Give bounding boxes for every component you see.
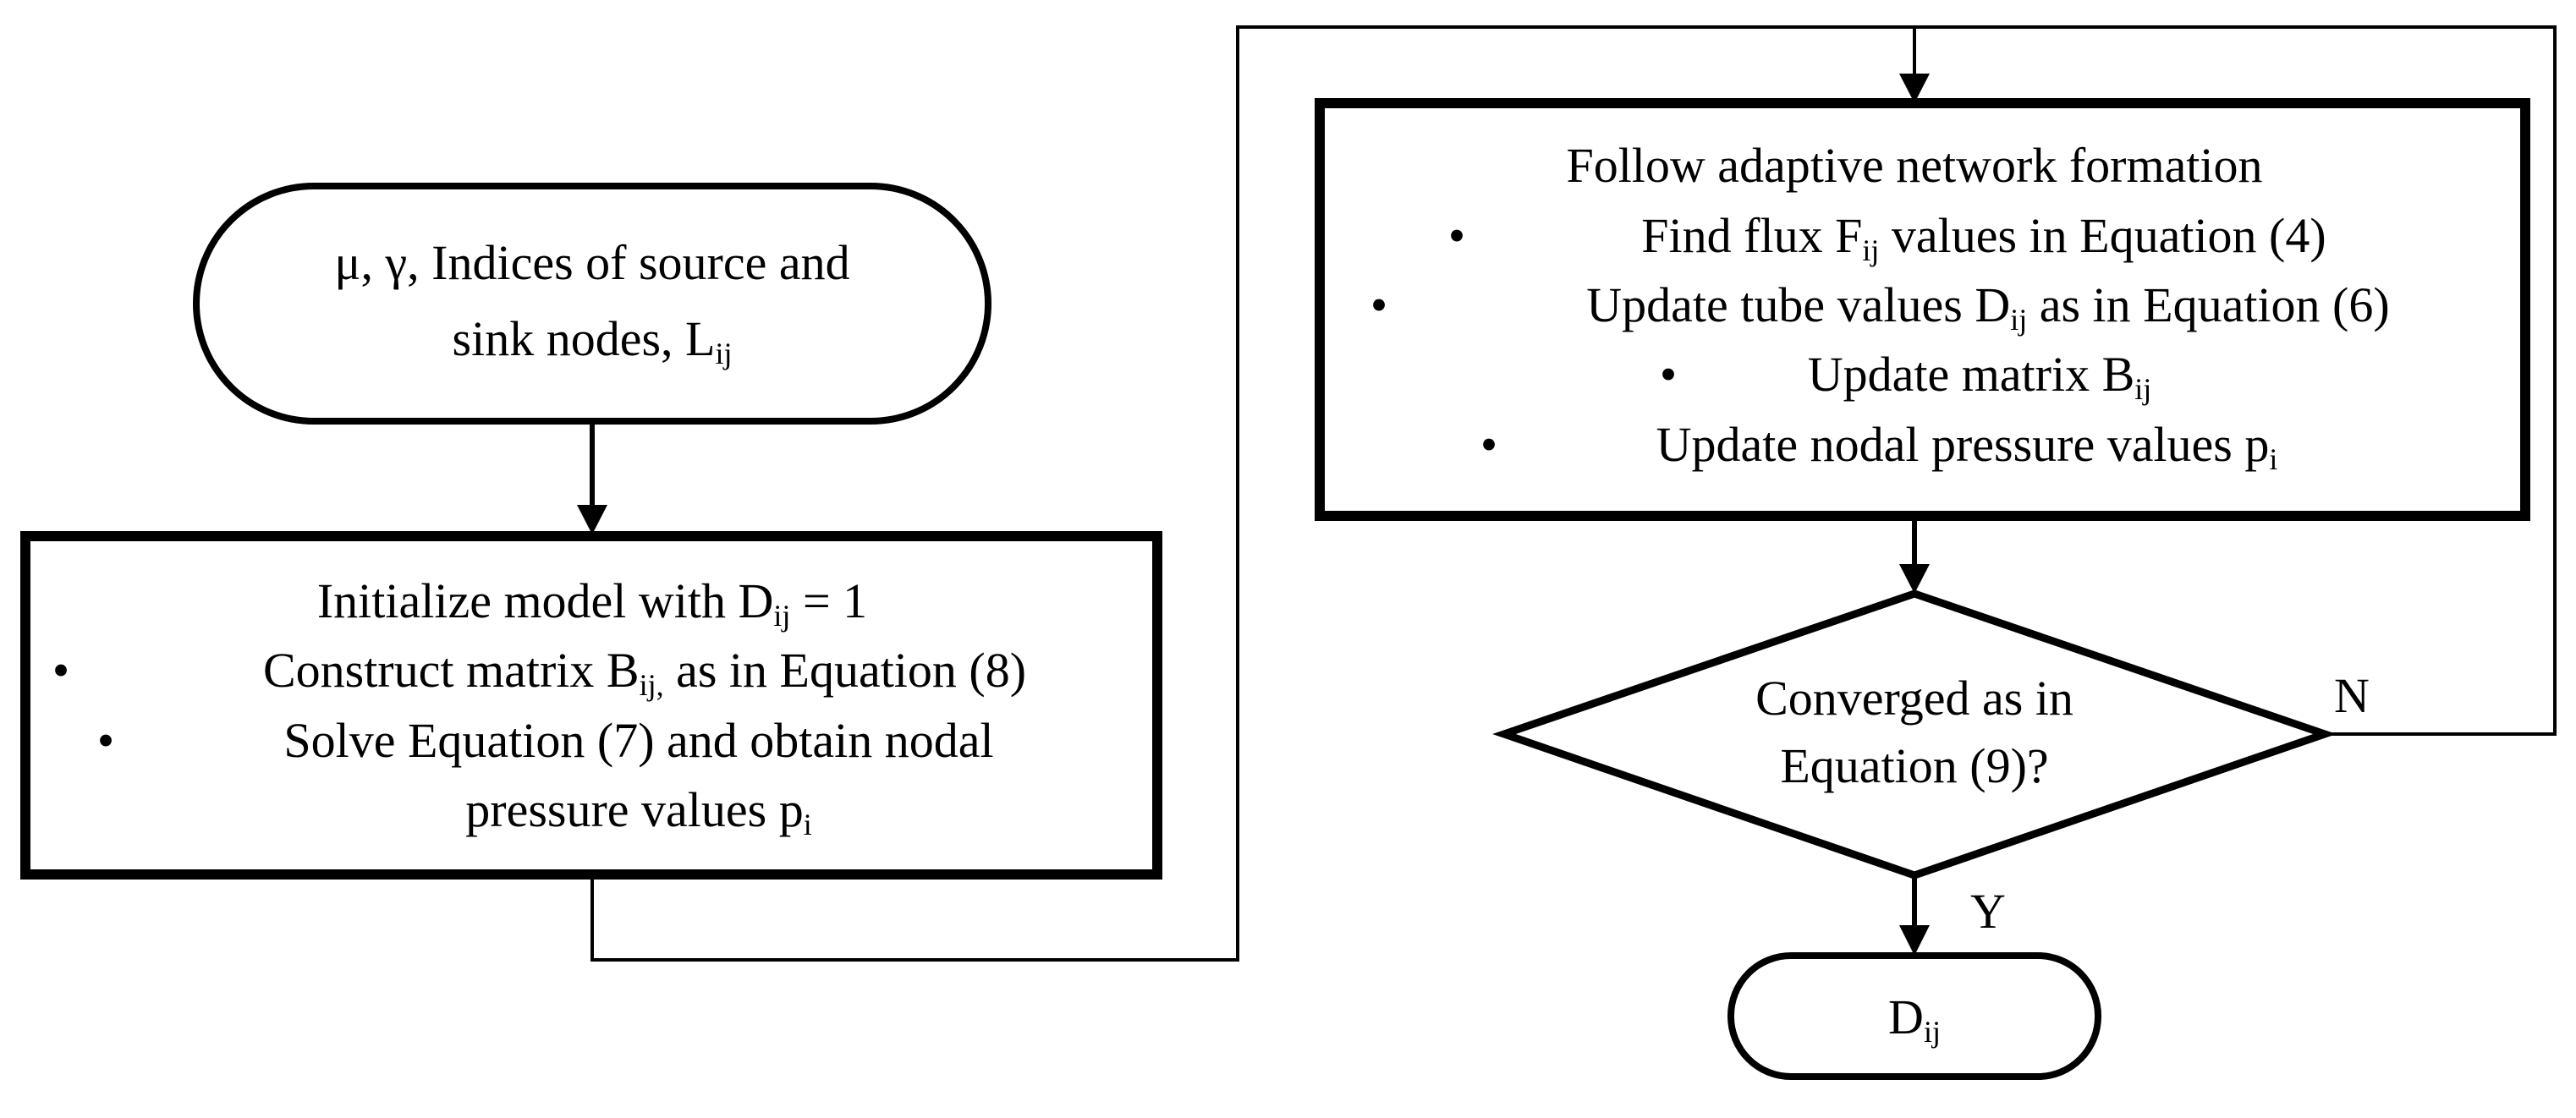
yes-label: Y: [1970, 884, 2006, 939]
adaptive-bullet4: Update nodal pressure values pi: [1656, 417, 2278, 476]
bullet-icon: •: [1448, 208, 1465, 263]
adaptive-bullet2: Update tube values Dij as in Equation (6…: [1586, 277, 2389, 337]
init-title: Initialize model with Dij = 1: [317, 573, 867, 633]
end-terminator: Dij: [1727, 952, 2101, 1080]
start-terminator: μ, γ, Indices of source and sink nodes, …: [193, 183, 991, 425]
bullet-icon: •: [1370, 277, 1387, 332]
adaptive-title: Follow adaptive network formation: [1566, 138, 2262, 193]
start-text-line1: μ, γ, Indices of source and: [334, 235, 849, 290]
arrowhead-icon: [577, 505, 607, 534]
decision-text-line1: Converged as in: [1755, 671, 2073, 726]
bullet-icon: •: [52, 643, 69, 698]
connector-no-loop: [1914, 25, 2557, 736]
init-process-box: Initialize model with Dij = 1 • Construc…: [20, 531, 1162, 880]
bullet-icon: •: [1480, 417, 1497, 472]
arrowhead-icon: [1899, 564, 1930, 594]
start-text-line2: sink nodes, Lij: [453, 311, 733, 370]
adaptive-bullet1: Find flux Fij values in Equation (4): [1641, 208, 2326, 267]
convergence-decision: Converged as in Equation (9)?: [1492, 589, 2337, 880]
connector-init-to-adaptive: [590, 25, 1916, 962]
end-text: Dij: [1888, 989, 1941, 1049]
bullet-icon: •: [97, 713, 114, 768]
adaptive-bullet3: Update matrix Bij: [1808, 347, 2152, 406]
arrowhead-icon: [1899, 925, 1930, 956]
init-bullet1: Construct matrix Bij, as in Equation (8): [263, 643, 1026, 702]
bullet-icon: •: [1660, 347, 1677, 402]
adaptive-process-box: Follow adaptive network formation • Find…: [1315, 98, 2530, 521]
init-bullet2: Solve Equation (7) and obtain nodal: [283, 713, 993, 768]
decision-text-line2: Equation (9)?: [1780, 738, 2048, 793]
arrowhead-icon: [1899, 74, 1930, 103]
no-label: N: [2334, 668, 2370, 723]
init-bullet2-cont: pressure values pi: [465, 782, 811, 841]
